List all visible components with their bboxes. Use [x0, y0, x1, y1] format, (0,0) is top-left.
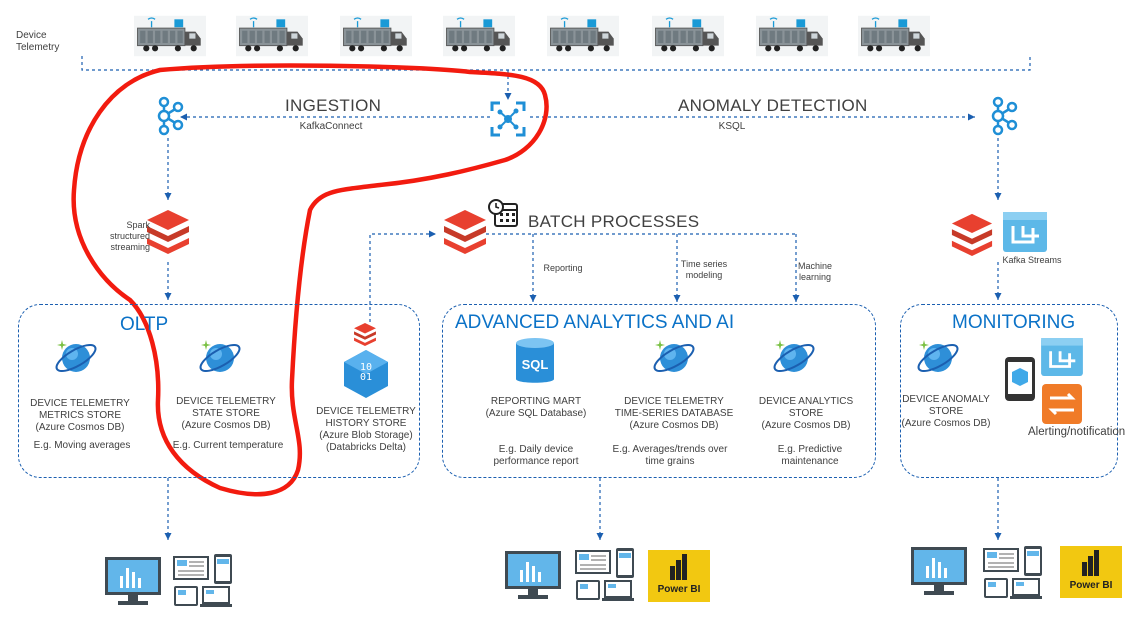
powerbi-logo-icon: [670, 554, 687, 580]
truck-icon: [236, 15, 308, 57]
cosmos-state-icon: [199, 340, 241, 372]
powerbi-tile: Power BI: [648, 550, 710, 602]
timeseries-db-example: E.g. Averages/trends over time grains: [612, 444, 728, 467]
cosmos-anomaly-icon: [917, 340, 959, 372]
monitoring-title: MONITORING: [952, 312, 1076, 333]
databricks-batch-icon: [444, 210, 486, 254]
ingestion-subtitle: KafkaConnect: [299, 121, 363, 132]
powerbi-label: Power BI: [1069, 580, 1113, 591]
metrics-store-label: DEVICE TELEMETRY METRICS STORE (Azure Co…: [30, 398, 130, 433]
devices-icon: [173, 554, 232, 607]
databricks-history-icon: [354, 323, 376, 346]
truck-icon: [547, 15, 619, 57]
devices-icon: [983, 546, 1042, 599]
timeseries-db-label: DEVICE TELEMETRY TIME-SERIES DATABASE (A…: [614, 396, 734, 431]
time-series-label: Time series modeling: [680, 259, 728, 280]
truck-icon: [443, 15, 515, 57]
cosmos-analytics-icon: [773, 340, 815, 372]
sql-database-icon: [516, 338, 554, 383]
kafka-left-icon: [157, 96, 184, 136]
spark-streaming-label: Spark structured streaming: [109, 220, 150, 252]
reporting-mart-example: E.g. Daily device performance report: [493, 444, 579, 467]
cosmos-metrics-icon: [55, 340, 97, 372]
history-store-label: DEVICE TELEMETRY HISTORY STORE (Azure Bl…: [316, 406, 416, 453]
kafka-streams-label: Kafka Streams: [1002, 255, 1062, 265]
ingestion-title: INGESTION: [285, 96, 382, 115]
truck-icon: [858, 15, 930, 57]
sql-icon-text: SQL: [521, 357, 549, 372]
monitoring-group: [900, 304, 1118, 478]
anomaly-title: ANOMALY DETECTION: [678, 96, 868, 115]
devices-icon: [575, 548, 634, 601]
telemetry-bus-line: [81, 56, 1031, 71]
monitor-icon: [505, 551, 561, 599]
state-store-example: E.g. Current temperature: [172, 440, 284, 451]
metrics-store-example: E.g. Moving averages: [33, 440, 131, 451]
analytics-group: [442, 304, 876, 478]
event-hub-icon: [490, 101, 526, 137]
device-telemetry-label: Device Telemetry: [16, 30, 60, 53]
powerbi-label: Power BI: [657, 584, 701, 595]
reporting-mart-label: REPORTING MART (Azure SQL Database): [485, 396, 587, 419]
truck-icon: [340, 15, 412, 57]
powerbi-logo-icon: [1082, 550, 1099, 576]
truck-icon: [652, 15, 724, 57]
anomaly-subtitle: KSQL: [718, 121, 746, 132]
stream-analytics-icon: [1041, 338, 1083, 376]
state-store-label: DEVICE TELEMETRY STATE STORE (Azure Cosm…: [176, 396, 276, 431]
truck-icon: [134, 15, 206, 57]
mobile-device-icon: [1005, 357, 1035, 401]
anomaly-store-label: DEVICE ANOMALY STORE (Azure Cosmos DB): [901, 394, 991, 429]
alert-notification-icon: [1042, 384, 1082, 424]
truck-icon: [756, 15, 828, 57]
cosmos-timeseries-icon: [653, 340, 695, 372]
oltp-title: OLTP: [120, 314, 169, 335]
databricks-streams-icon: [951, 213, 993, 256]
monitor-icon: [105, 557, 161, 605]
oltp-group: [18, 304, 420, 478]
analytics-store-example: E.g. Predictive maintenance: [777, 444, 843, 467]
ml-label: Machine learning: [797, 261, 833, 282]
analytics-store-label: DEVICE ANALYTICS STORE (Azure Cosmos DB): [758, 396, 854, 431]
monitor-icon: [911, 547, 967, 595]
kafka-right-icon: [991, 96, 1018, 136]
reporting-label: Reporting: [543, 263, 583, 273]
databricks-spark-icon: [147, 210, 189, 254]
red-highlight-outline: [71, 63, 549, 497]
analytics-title: ADVANCED ANALYTICS AND AI: [455, 312, 735, 333]
kafka-streams-icon: [1003, 212, 1047, 252]
scheduler-calendar-icon: [488, 199, 518, 227]
blob-binary-text: 10 01: [359, 362, 373, 383]
powerbi-tile: Power BI: [1060, 546, 1122, 598]
history-to-batch: [369, 230, 436, 322]
blob-storage-icon: [344, 350, 388, 398]
alerting-label: Alerting/notification: [1028, 426, 1126, 438]
batch-title: BATCH PROCESSES: [528, 212, 700, 231]
